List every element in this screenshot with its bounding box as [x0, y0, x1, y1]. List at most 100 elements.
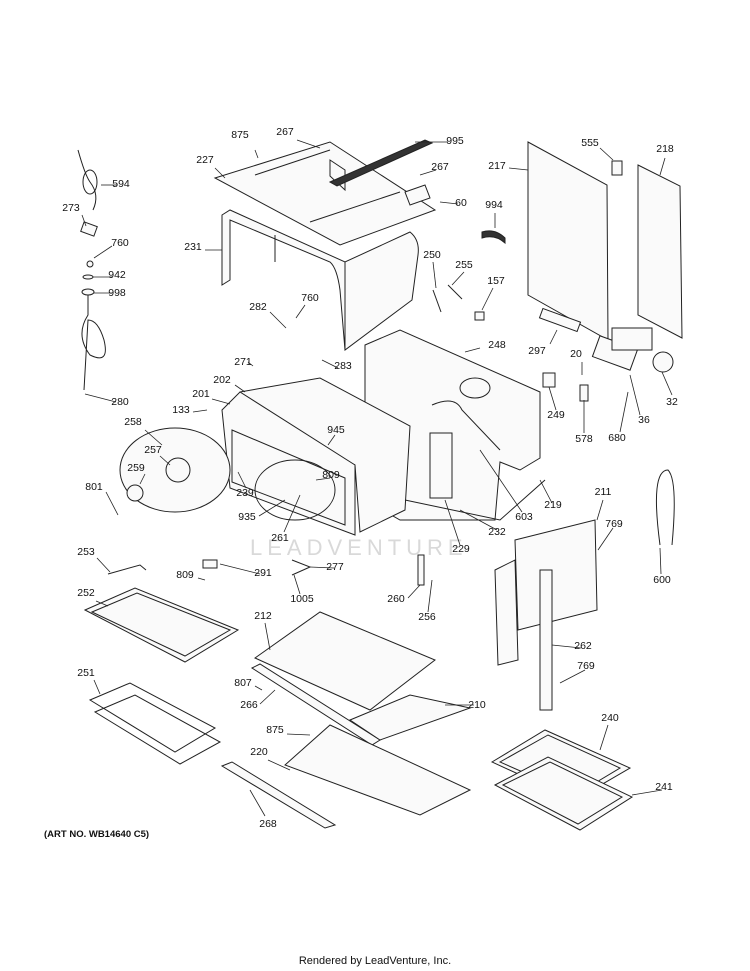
part-label-220: 220 [250, 746, 268, 758]
side-panel-211 [494, 519, 598, 666]
fan-assembly-36 [591, 327, 674, 373]
part-297 [538, 307, 582, 333]
insulation-229 [429, 432, 453, 499]
part-label-680: 680 [608, 432, 626, 444]
part-label-232: 232 [488, 526, 506, 538]
part-label-60: 60 [455, 197, 467, 209]
part-label-807: 807 [234, 677, 252, 689]
part-249 [542, 372, 556, 388]
part-label-994: 994 [485, 199, 503, 211]
part-label-578: 578 [575, 433, 593, 445]
part-578 [579, 384, 589, 402]
part-label-603: 603 [515, 511, 533, 523]
part-label-277: 277 [326, 561, 344, 573]
outer-wrapper-231 [221, 209, 419, 351]
part-label-133: 133 [172, 404, 190, 416]
part-label-266: 266 [240, 699, 258, 711]
part-555 [611, 160, 623, 176]
bracket-60 [404, 184, 431, 206]
part-label-231: 231 [184, 241, 202, 253]
part-label-253: 253 [77, 546, 95, 558]
part-label-942: 942 [108, 269, 126, 281]
part-label-945: 945 [327, 424, 345, 436]
part-label-258: 258 [124, 416, 142, 428]
cord-600 [655, 469, 675, 546]
part-label-227: 227 [196, 154, 214, 166]
drawer-220 [284, 724, 472, 816]
leader-lines [81, 139, 673, 817]
part-label-202: 202 [213, 374, 231, 386]
part-label-769a: 769 [605, 518, 623, 530]
part-label-267b: 267 [431, 161, 449, 173]
part-label-252: 252 [77, 587, 95, 599]
part-label-280: 280 [111, 396, 129, 408]
part-label-600: 600 [653, 574, 671, 586]
part-label-801: 801 [85, 481, 103, 493]
slide-210 [348, 694, 472, 741]
part-label-809a: 809 [322, 469, 340, 481]
part-label-998: 998 [108, 287, 126, 299]
side-panel-218 [637, 164, 683, 339]
part-label-251: 251 [77, 667, 95, 679]
part-label-268: 268 [259, 818, 277, 830]
part-label-229: 229 [452, 543, 470, 555]
part-label-760a: 760 [111, 237, 129, 249]
part-label-291: 291 [254, 567, 272, 579]
part-label-36: 36 [638, 414, 650, 426]
part-label-1005: 1005 [290, 593, 314, 605]
part-label-240: 240 [601, 712, 619, 724]
part-label-157: 157 [487, 275, 505, 287]
footer-credit: Rendered by LeadVenture, Inc. [298, 955, 452, 967]
part-260 [417, 554, 425, 586]
part-label-267a: 267 [276, 126, 294, 138]
sensor-harness-594 [77, 149, 106, 391]
broil-element-251 [88, 682, 222, 765]
part-label-261: 261 [271, 532, 289, 544]
gasket-strip-995 [328, 139, 434, 187]
bottom-219 [404, 479, 546, 521]
part-label-256: 256 [418, 611, 436, 623]
part-label-248: 248 [488, 339, 506, 351]
part-250 [432, 289, 442, 313]
part-label-210: 210 [468, 699, 486, 711]
part-label-555: 555 [581, 137, 599, 149]
part-label-760b: 760 [301, 292, 319, 304]
part-253 [107, 564, 147, 575]
part-label-271: 271 [234, 356, 252, 368]
part-label-239: 239 [236, 487, 254, 499]
part-label-241: 241 [655, 781, 673, 793]
part-label-219: 219 [544, 499, 562, 511]
part-label-20: 20 [570, 348, 582, 360]
rail-262 [539, 569, 553, 711]
part-label-273: 273 [62, 202, 80, 214]
part-291 [202, 559, 218, 569]
part-label-217: 217 [488, 160, 506, 172]
part-label-260: 260 [387, 593, 405, 605]
art-number: (ART NO. WB14640 C5) [44, 829, 150, 840]
part-255 [447, 284, 463, 300]
part-label-259: 259 [127, 462, 145, 474]
rack-241 [493, 756, 634, 831]
side-panel-217 [527, 141, 609, 341]
frame-212 [253, 611, 436, 711]
part-label-218: 218 [656, 143, 674, 155]
part-label-211: 211 [595, 486, 612, 498]
part-157 [474, 311, 485, 321]
part-label-255: 255 [455, 259, 473, 271]
part-label-250: 250 [423, 249, 441, 261]
part-277 [291, 559, 312, 576]
part-label-769b: 769 [577, 660, 595, 672]
part-label-995: 995 [446, 135, 464, 147]
part-label-594: 594 [112, 178, 130, 190]
watermark-text: LEADVENTURE [250, 535, 468, 560]
part-994 [481, 230, 506, 245]
harness-603 [431, 400, 501, 451]
tray-252 [83, 587, 240, 663]
part-label-257: 257 [144, 444, 162, 456]
part-label-201: 201 [192, 388, 210, 400]
top-cover-227 [213, 141, 437, 246]
trim-268 [220, 761, 337, 829]
part-label-283: 283 [334, 360, 352, 372]
